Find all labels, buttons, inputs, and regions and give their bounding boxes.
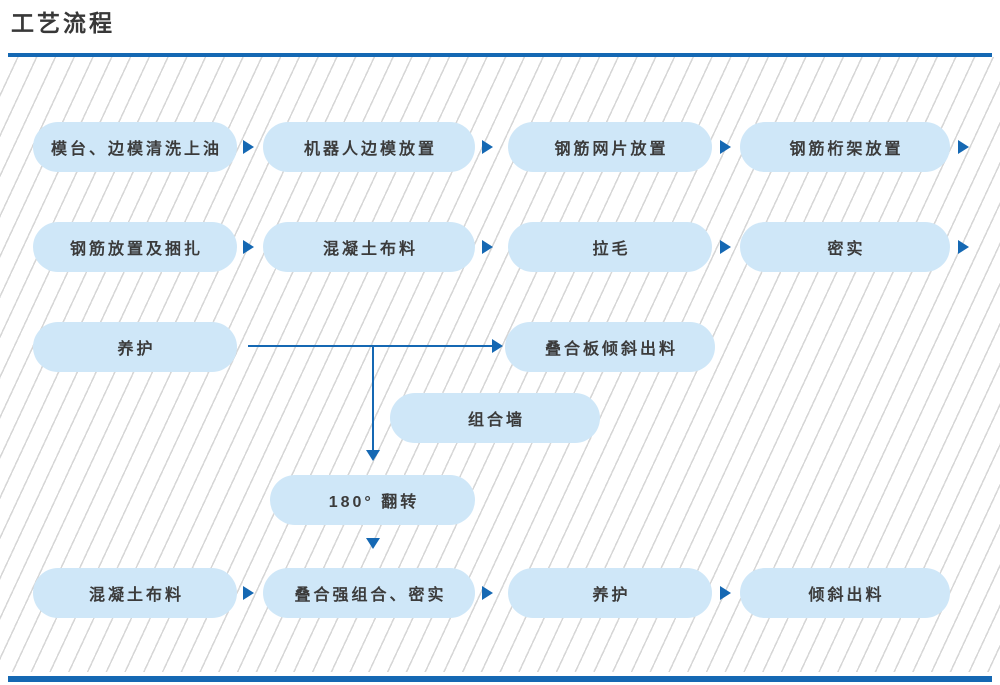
flow-node-180-degree-flip: 180° 翻转 <box>270 475 475 525</box>
page-title: 工艺流程 <box>11 10 115 36</box>
flow-arrow-right-icon <box>958 240 969 254</box>
flow-node-concrete-distribution: 混凝土布料 <box>263 222 475 272</box>
flow-arrow-right-icon <box>243 240 254 254</box>
flow-node-composite-assembly-compaction: 叠合强组合、密实 <box>263 568 475 618</box>
flow-arrow-down-icon <box>366 538 380 549</box>
flow-node-rebar-placement-binding: 钢筋放置及捆扎 <box>33 222 237 272</box>
flow-node-mold-cleaning-oiling: 模台、边模清洗上油 <box>33 122 237 172</box>
flow-arrow-right-icon <box>720 140 731 154</box>
flow-arrow-right-icon <box>482 140 493 154</box>
connector-line-horizontal <box>248 345 494 347</box>
flow-arrow-right-icon <box>482 240 493 254</box>
flow-node-roughening: 拉毛 <box>508 222 712 272</box>
connector-line-vertical <box>372 346 374 450</box>
flow-arrow-right-icon <box>958 140 969 154</box>
flow-node-rebar-mesh-placement: 钢筋网片放置 <box>508 122 712 172</box>
top-accent-bar <box>8 53 992 57</box>
flow-node-laminated-slab-tilt-demold: 叠合板倾斜出料 <box>505 322 715 372</box>
flow-arrow-right-icon <box>720 240 731 254</box>
flow-node-compaction: 密实 <box>740 222 950 272</box>
flow-arrow-right-icon <box>243 586 254 600</box>
flow-node-rebar-truss-placement: 钢筋桁架放置 <box>740 122 950 172</box>
flow-arrow-right-icon <box>482 586 493 600</box>
flow-node-curing: 养护 <box>33 322 237 372</box>
flow-node-robot-side-mold-placement: 机器人边模放置 <box>263 122 475 172</box>
flow-node-composite-wall: 组合墙 <box>390 393 600 443</box>
flow-arrow-down-icon <box>366 450 380 461</box>
flow-node-tilt-demold: 倾斜出料 <box>740 568 950 618</box>
flow-node-curing-2: 养护 <box>508 568 712 618</box>
bottom-accent-bar <box>8 676 992 682</box>
flow-arrow-right-icon <box>492 339 503 353</box>
flow-arrow-right-icon <box>720 586 731 600</box>
flow-node-concrete-distribution-2: 混凝土布料 <box>33 568 237 618</box>
flow-arrow-right-icon <box>243 140 254 154</box>
